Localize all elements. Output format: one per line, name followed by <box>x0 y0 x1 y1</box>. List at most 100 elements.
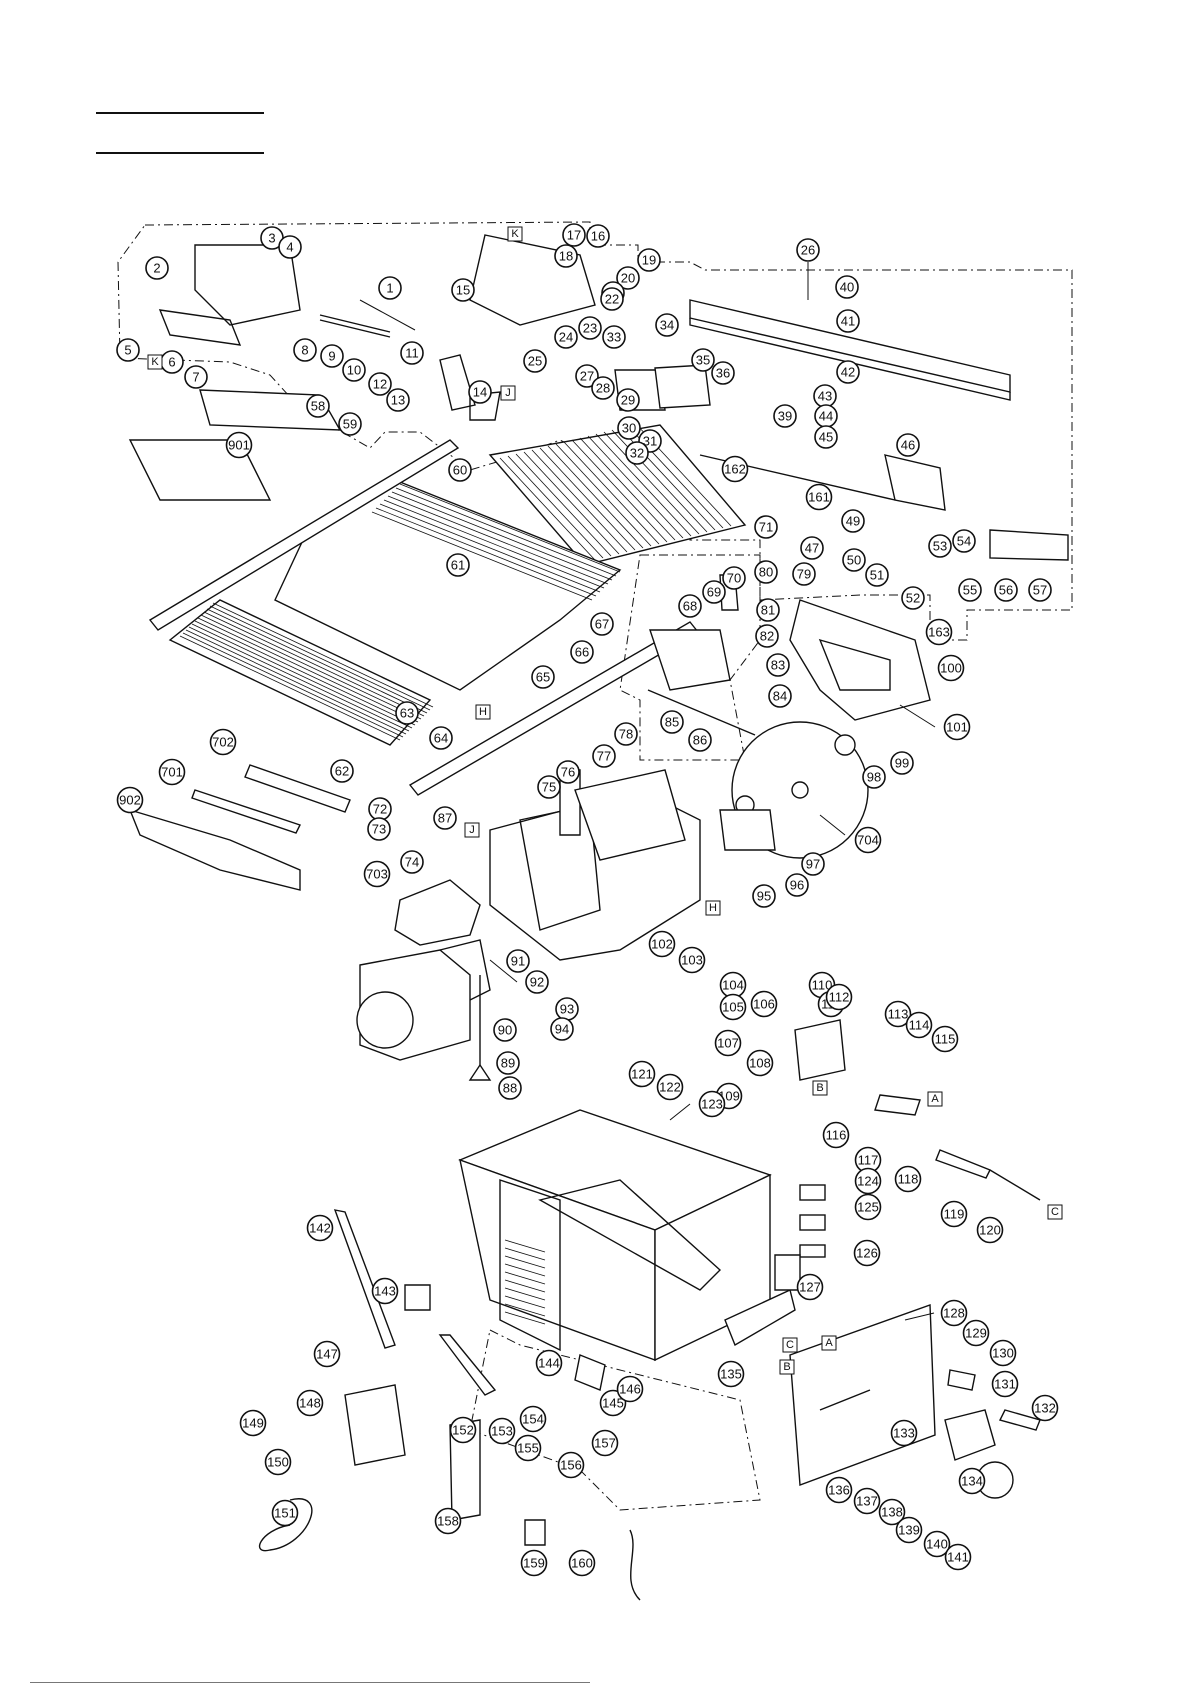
svg-text:22: 22 <box>605 292 619 307</box>
callout-157: 157 <box>591 1429 619 1457</box>
svg-text:18: 18 <box>559 249 573 264</box>
svg-text:5: 5 <box>124 343 131 358</box>
svg-text:118: 118 <box>898 1172 919 1187</box>
svg-text:146: 146 <box>619 1382 641 1397</box>
callout-151: 151 <box>271 1499 299 1527</box>
leader-line-123 <box>669 1103 691 1121</box>
svg-text:81: 81 <box>761 603 775 618</box>
callout-1: 1 <box>378 276 402 300</box>
callout-78: 78 <box>614 722 638 746</box>
callout-20: 20 <box>616 266 640 290</box>
callout-159: 159 <box>520 1549 548 1577</box>
svg-text:47: 47 <box>805 541 819 556</box>
callout-93: 93 <box>555 997 579 1021</box>
svg-text:137: 137 <box>856 1494 878 1509</box>
svg-text:60: 60 <box>453 463 467 478</box>
callout-63: 63 <box>395 701 419 725</box>
svg-text:141: 141 <box>947 1550 969 1565</box>
svg-text:113: 113 <box>888 1007 909 1022</box>
svg-text:13: 13 <box>391 393 405 408</box>
callout-81: 81 <box>756 598 780 622</box>
callout-124: 124 <box>854 1167 882 1195</box>
callout-5: 5 <box>116 338 140 362</box>
svg-text:A: A <box>931 1093 939 1105</box>
svg-text:25: 25 <box>528 354 542 369</box>
svg-text:160: 160 <box>571 1556 593 1571</box>
svg-text:4: 4 <box>286 240 293 255</box>
svg-text:17: 17 <box>567 228 581 243</box>
svg-text:61: 61 <box>451 558 465 573</box>
callout-18: 18 <box>554 244 578 268</box>
callout-16: 16 <box>586 224 610 248</box>
callout-134: 134 <box>958 1467 986 1495</box>
callout-131: 131 <box>991 1370 1019 1398</box>
callout-112: 112 <box>825 983 853 1011</box>
callout-4: 4 <box>278 235 302 259</box>
callout-84: 84 <box>768 684 792 708</box>
callout-126: 126 <box>853 1239 881 1267</box>
callout-139: 139 <box>895 1516 923 1544</box>
letter-tag-j: J <box>464 822 480 838</box>
callout-92: 92 <box>525 970 549 994</box>
svg-text:151: 151 <box>274 1506 296 1521</box>
svg-text:J: J <box>469 824 475 836</box>
callout-59: 59 <box>338 412 362 436</box>
callout-94: 94 <box>550 1017 574 1041</box>
callout-153: 153 <box>488 1417 516 1445</box>
callout-113: 113 <box>884 1000 912 1028</box>
callout-65: 65 <box>531 665 555 689</box>
callout-163: 163 <box>925 618 953 646</box>
svg-text:A: A <box>825 1337 833 1349</box>
svg-text:82: 82 <box>760 629 774 644</box>
callout-160: 160 <box>568 1549 596 1577</box>
svg-text:123: 123 <box>701 1097 723 1112</box>
svg-text:134: 134 <box>961 1474 983 1489</box>
letter-tag-j: J <box>500 385 516 401</box>
svg-text:70: 70 <box>727 571 741 586</box>
svg-text:39: 39 <box>778 409 792 424</box>
svg-text:85: 85 <box>665 715 679 730</box>
callout-44: 44 <box>814 404 838 428</box>
svg-text:67: 67 <box>595 617 609 632</box>
letter-tag-k: K <box>147 354 163 370</box>
svg-text:102: 102 <box>651 937 673 952</box>
svg-text:902: 902 <box>119 793 141 808</box>
callout-46: 46 <box>896 433 920 457</box>
svg-text:101: 101 <box>946 720 968 735</box>
callout-35: 35 <box>691 348 715 372</box>
svg-text:122: 122 <box>659 1080 681 1095</box>
svg-text:66: 66 <box>575 645 589 660</box>
power-cord <box>258 1498 313 1552</box>
callout-106: 106 <box>750 990 778 1018</box>
svg-text:148: 148 <box>299 1396 321 1411</box>
callout-102: 102 <box>648 930 676 958</box>
callout-107: 107 <box>714 1029 742 1057</box>
callout-120: 120 <box>976 1216 1004 1244</box>
svg-text:57: 57 <box>1033 583 1047 598</box>
callout-2: 2 <box>145 256 169 280</box>
callout-40: 40 <box>835 275 859 299</box>
callout-110: 110 <box>808 971 836 999</box>
blade-guard-parts <box>158 234 596 421</box>
svg-text:126: 126 <box>856 1246 878 1261</box>
callout-103: 103 <box>678 946 706 974</box>
svg-text:16: 16 <box>591 229 605 244</box>
svg-text:75: 75 <box>542 780 556 795</box>
callout-66: 66 <box>570 640 594 664</box>
svg-text:701: 701 <box>161 765 183 780</box>
letter-tag-a: A <box>821 1335 837 1351</box>
rip-fence-parts <box>614 299 1069 561</box>
svg-text:K: K <box>511 228 519 240</box>
callout-75: 75 <box>537 775 561 799</box>
svg-text:80: 80 <box>759 565 773 580</box>
svg-text:32: 32 <box>630 446 644 461</box>
riving-knife <box>469 234 596 326</box>
warning-labels <box>799 1184 826 1258</box>
letter-tag-c: C <box>782 1337 798 1353</box>
callout-148: 148 <box>296 1389 324 1417</box>
svg-text:124: 124 <box>857 1174 879 1189</box>
svg-text:1: 1 <box>386 281 393 296</box>
callout-34: 34 <box>655 313 679 337</box>
svg-text:74: 74 <box>405 855 419 870</box>
svg-text:138: 138 <box>881 1505 903 1520</box>
